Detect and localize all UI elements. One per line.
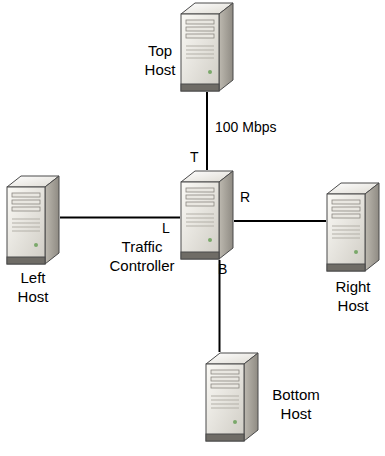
- server-icon: [180, 2, 234, 92]
- port-letter: B: [218, 262, 227, 277]
- server-node: Top Host: [140, 2, 234, 92]
- network-link: [206, 92, 208, 170]
- network-link: [234, 220, 326, 222]
- port-letter: R: [240, 190, 250, 205]
- host-label: Bottom Host: [265, 386, 327, 424]
- server-icon: [180, 170, 234, 260]
- server-icon: [6, 175, 60, 265]
- server-icon: [205, 352, 259, 442]
- server-node: Bottom Host: [205, 352, 327, 442]
- port-letter: T: [190, 150, 199, 165]
- host-label: Left Host: [8, 269, 58, 307]
- server-node: Right Host: [326, 182, 380, 316]
- network-link: [60, 217, 180, 219]
- server-icon: [326, 182, 380, 272]
- link-speed: 100 Mbps: [214, 120, 277, 135]
- host-label: Traffic Controller: [104, 238, 180, 276]
- server-node: Left Host: [6, 175, 60, 307]
- port-letter: L: [162, 221, 170, 236]
- host-label: Right Host: [328, 278, 378, 316]
- host-label: Top Host: [140, 42, 180, 80]
